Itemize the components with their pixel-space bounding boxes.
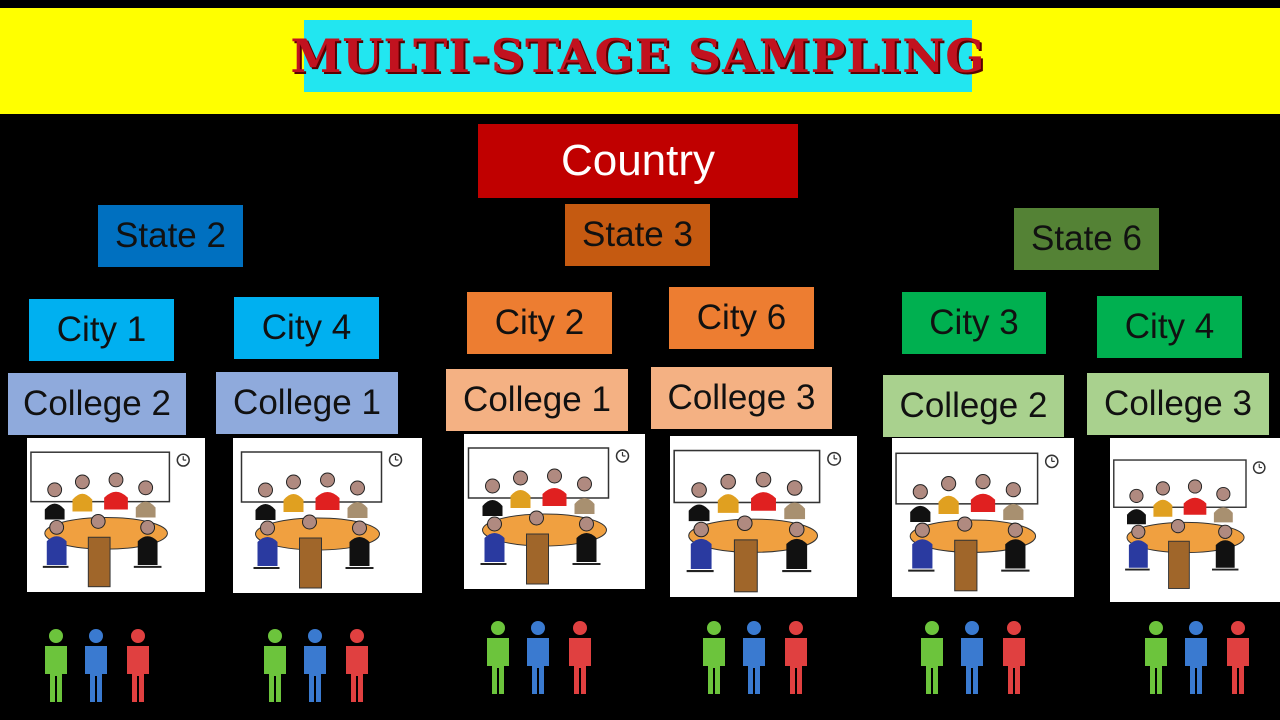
students-group-icon — [38, 624, 158, 704]
node-city-1: City 1 — [29, 299, 174, 361]
node-country: Country — [478, 124, 798, 198]
node-city-6: City 4 — [1097, 296, 1242, 358]
node-college-5: College 2 — [883, 375, 1064, 437]
students-group-icon — [696, 616, 816, 696]
node-city-3: City 2 — [467, 292, 612, 354]
classroom-icon — [892, 438, 1074, 597]
node-state-1: State 2 — [98, 205, 243, 267]
classroom-icon — [670, 436, 857, 597]
classroom-icon — [464, 434, 645, 589]
students-group-icon — [257, 624, 377, 704]
students-group-icon — [1138, 616, 1258, 696]
classroom-icon — [27, 438, 205, 592]
classroom-icon — [1110, 438, 1280, 602]
students-group-icon — [914, 616, 1034, 696]
students-group-icon — [480, 616, 600, 696]
node-city-5: City 3 — [902, 292, 1046, 354]
node-college-3: College 1 — [446, 369, 628, 431]
title-box: MULTI-STAGE SAMPLING — [290, 20, 985, 92]
diagram-title: MULTI-STAGE SAMPLING — [290, 29, 986, 83]
node-city-4: City 6 — [669, 287, 814, 349]
node-college-1: College 2 — [8, 373, 186, 435]
node-college-6: College 3 — [1087, 373, 1269, 435]
node-city-2: City 4 — [234, 297, 379, 359]
node-state-3: State 6 — [1014, 208, 1159, 270]
classroom-icon — [233, 438, 422, 593]
node-state-2: State 3 — [565, 204, 710, 266]
node-college-2: College 1 — [216, 372, 398, 434]
node-college-4: College 3 — [651, 367, 832, 429]
